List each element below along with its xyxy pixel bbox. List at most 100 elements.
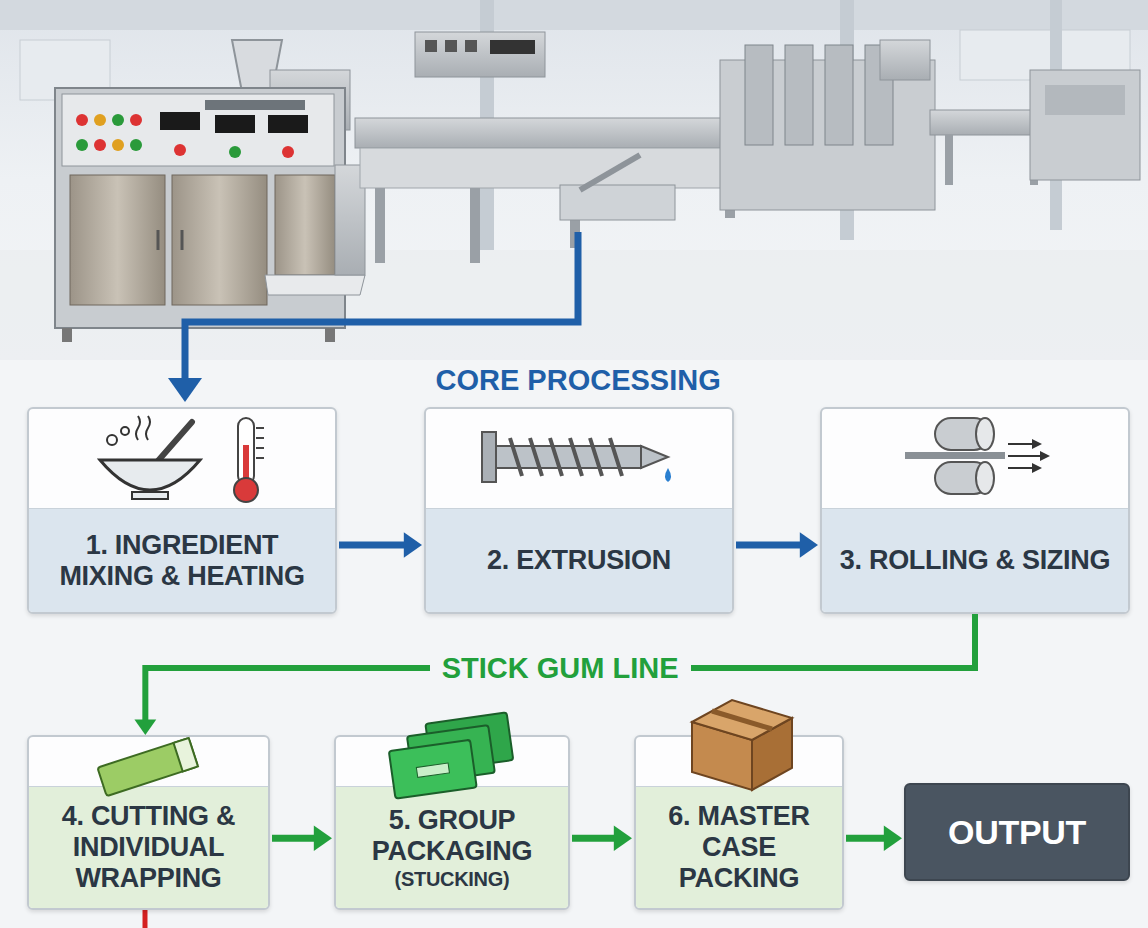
screw-icon-part (496, 446, 641, 468)
gum-stick-icon-part (97, 738, 198, 796)
mixer-cabinet-part (265, 275, 365, 295)
mixer-cabinet-part (205, 100, 305, 110)
mixer-cabinet-part (130, 114, 142, 126)
arrow-head (314, 826, 332, 851)
flow-arrow (572, 826, 632, 851)
production-line-part (745, 45, 773, 145)
output-stub-part (143, 909, 148, 928)
carton-icon-part (752, 718, 792, 790)
production-line (355, 32, 1140, 263)
production-line-part (425, 40, 437, 52)
screw-icon-part (482, 432, 496, 482)
mixer-cabinet-part (76, 139, 88, 151)
production-line-part (1045, 85, 1125, 115)
flow-arrow (846, 826, 902, 851)
gum-stick-icon-part-part (173, 738, 197, 771)
mixing-icon-part (146, 416, 150, 440)
arrow-head (800, 532, 818, 557)
arrow-head (134, 719, 156, 735)
roller-icon-part (1032, 463, 1042, 473)
text-band: 4. CUTTING & INDIVIDUAL WRAPPING (29, 786, 268, 908)
production-line-part (465, 40, 477, 52)
feed-arrow (168, 232, 578, 402)
production-line-part (785, 45, 813, 145)
mixing-icon-part (256, 427, 264, 429)
connector-line (272, 835, 317, 842)
mixing-icon (100, 416, 264, 502)
factory-hall (0, 0, 1148, 360)
section-heading: CORE PROCESSING (436, 364, 721, 397)
roller-icon-part (1008, 443, 1032, 445)
node-text: OUTPUT (948, 813, 1086, 851)
node-text: 2. EXTRUSION (487, 545, 671, 576)
production-line-part (355, 118, 755, 148)
mixer-cabinet-part (70, 175, 165, 305)
roller-icon (905, 418, 1050, 494)
mixing-icon-part (107, 435, 117, 445)
roller-icon-part (976, 418, 994, 450)
gum-stick-icon-part-part (97, 738, 198, 796)
mixer-cabinet-part (130, 139, 142, 151)
pack-icon-part-part (416, 763, 449, 777)
roller-icon-part (1008, 467, 1032, 469)
process-box: 1. INGREDIENT MIXING & HEATING (27, 407, 337, 614)
production-line-part (470, 188, 480, 263)
production-line-part (1030, 70, 1140, 180)
node-text: 1. INGREDIENT MIXING & HEATING (37, 530, 327, 592)
screw-icon-part (665, 468, 671, 482)
mixer-cabinet-part (94, 114, 106, 126)
mixing-icon-part (256, 447, 264, 449)
production-line-part (490, 40, 535, 54)
mixing-icon-part (136, 416, 140, 440)
connector-line (736, 542, 803, 549)
production-line-part (560, 185, 675, 220)
pack-icon (386, 712, 517, 798)
mixer-cabinet-part (62, 328, 72, 342)
mixer-cabinet-part (181, 230, 184, 250)
text-band: 5. GROUP PACKAGING(STUCKING) (336, 786, 568, 908)
factory-hall-part (0, 0, 1148, 360)
carton-icon-part (692, 700, 792, 740)
screw-icon-part (641, 446, 668, 468)
roller-icon-part (905, 452, 1005, 459)
connector-line (572, 835, 617, 842)
process-box: 3. ROLLING & SIZING (820, 407, 1130, 614)
carton-icon (692, 700, 792, 790)
mixing-icon-part (256, 437, 264, 439)
production-line-part (415, 32, 545, 77)
roller-icon-part (1040, 451, 1050, 461)
mixer-cabinet-part (229, 146, 241, 158)
factory-hall-part (0, 0, 1148, 30)
mixer-cabinet-part (157, 230, 160, 250)
mixer-cabinet-part (268, 115, 308, 133)
mixer-cabinet-part (282, 146, 294, 158)
pack-icon-part (386, 712, 517, 798)
node-text: 4. CUTTING & INDIVIDUAL WRAPPING (37, 801, 260, 894)
production-line-part (825, 45, 853, 145)
process-box: 2. EXTRUSION (424, 407, 734, 614)
mixing-icon-part (243, 445, 249, 485)
process-box: 4. CUTTING & INDIVIDUAL WRAPPING (27, 735, 270, 910)
roller-icon-part (976, 462, 994, 494)
connector-line (145, 614, 975, 723)
mixing-icon-part (238, 418, 254, 484)
mixer-cabinet-part (215, 115, 255, 133)
production-line-part (880, 40, 930, 80)
mixer-cabinet-part (62, 94, 334, 166)
production-line-part (360, 148, 750, 188)
gum-stick-icon (97, 738, 198, 796)
mixer-cabinet-part (112, 114, 124, 126)
mixer-cabinet-part (275, 175, 335, 275)
text-band: 2. EXTRUSION (426, 508, 732, 612)
process-box: 5. GROUP PACKAGING(STUCKING) (334, 735, 570, 910)
roller-icon-part (935, 418, 990, 450)
roller-icon-part (1008, 455, 1040, 457)
screw-icon (482, 432, 671, 482)
mixer-cabinet-part (76, 114, 88, 126)
production-line-part (445, 40, 457, 52)
text-band: 1. INGREDIENT MIXING & HEATING (29, 508, 335, 612)
node-text: 6. MASTER CASE PACKING (644, 801, 834, 894)
production-line-part (375, 188, 385, 263)
